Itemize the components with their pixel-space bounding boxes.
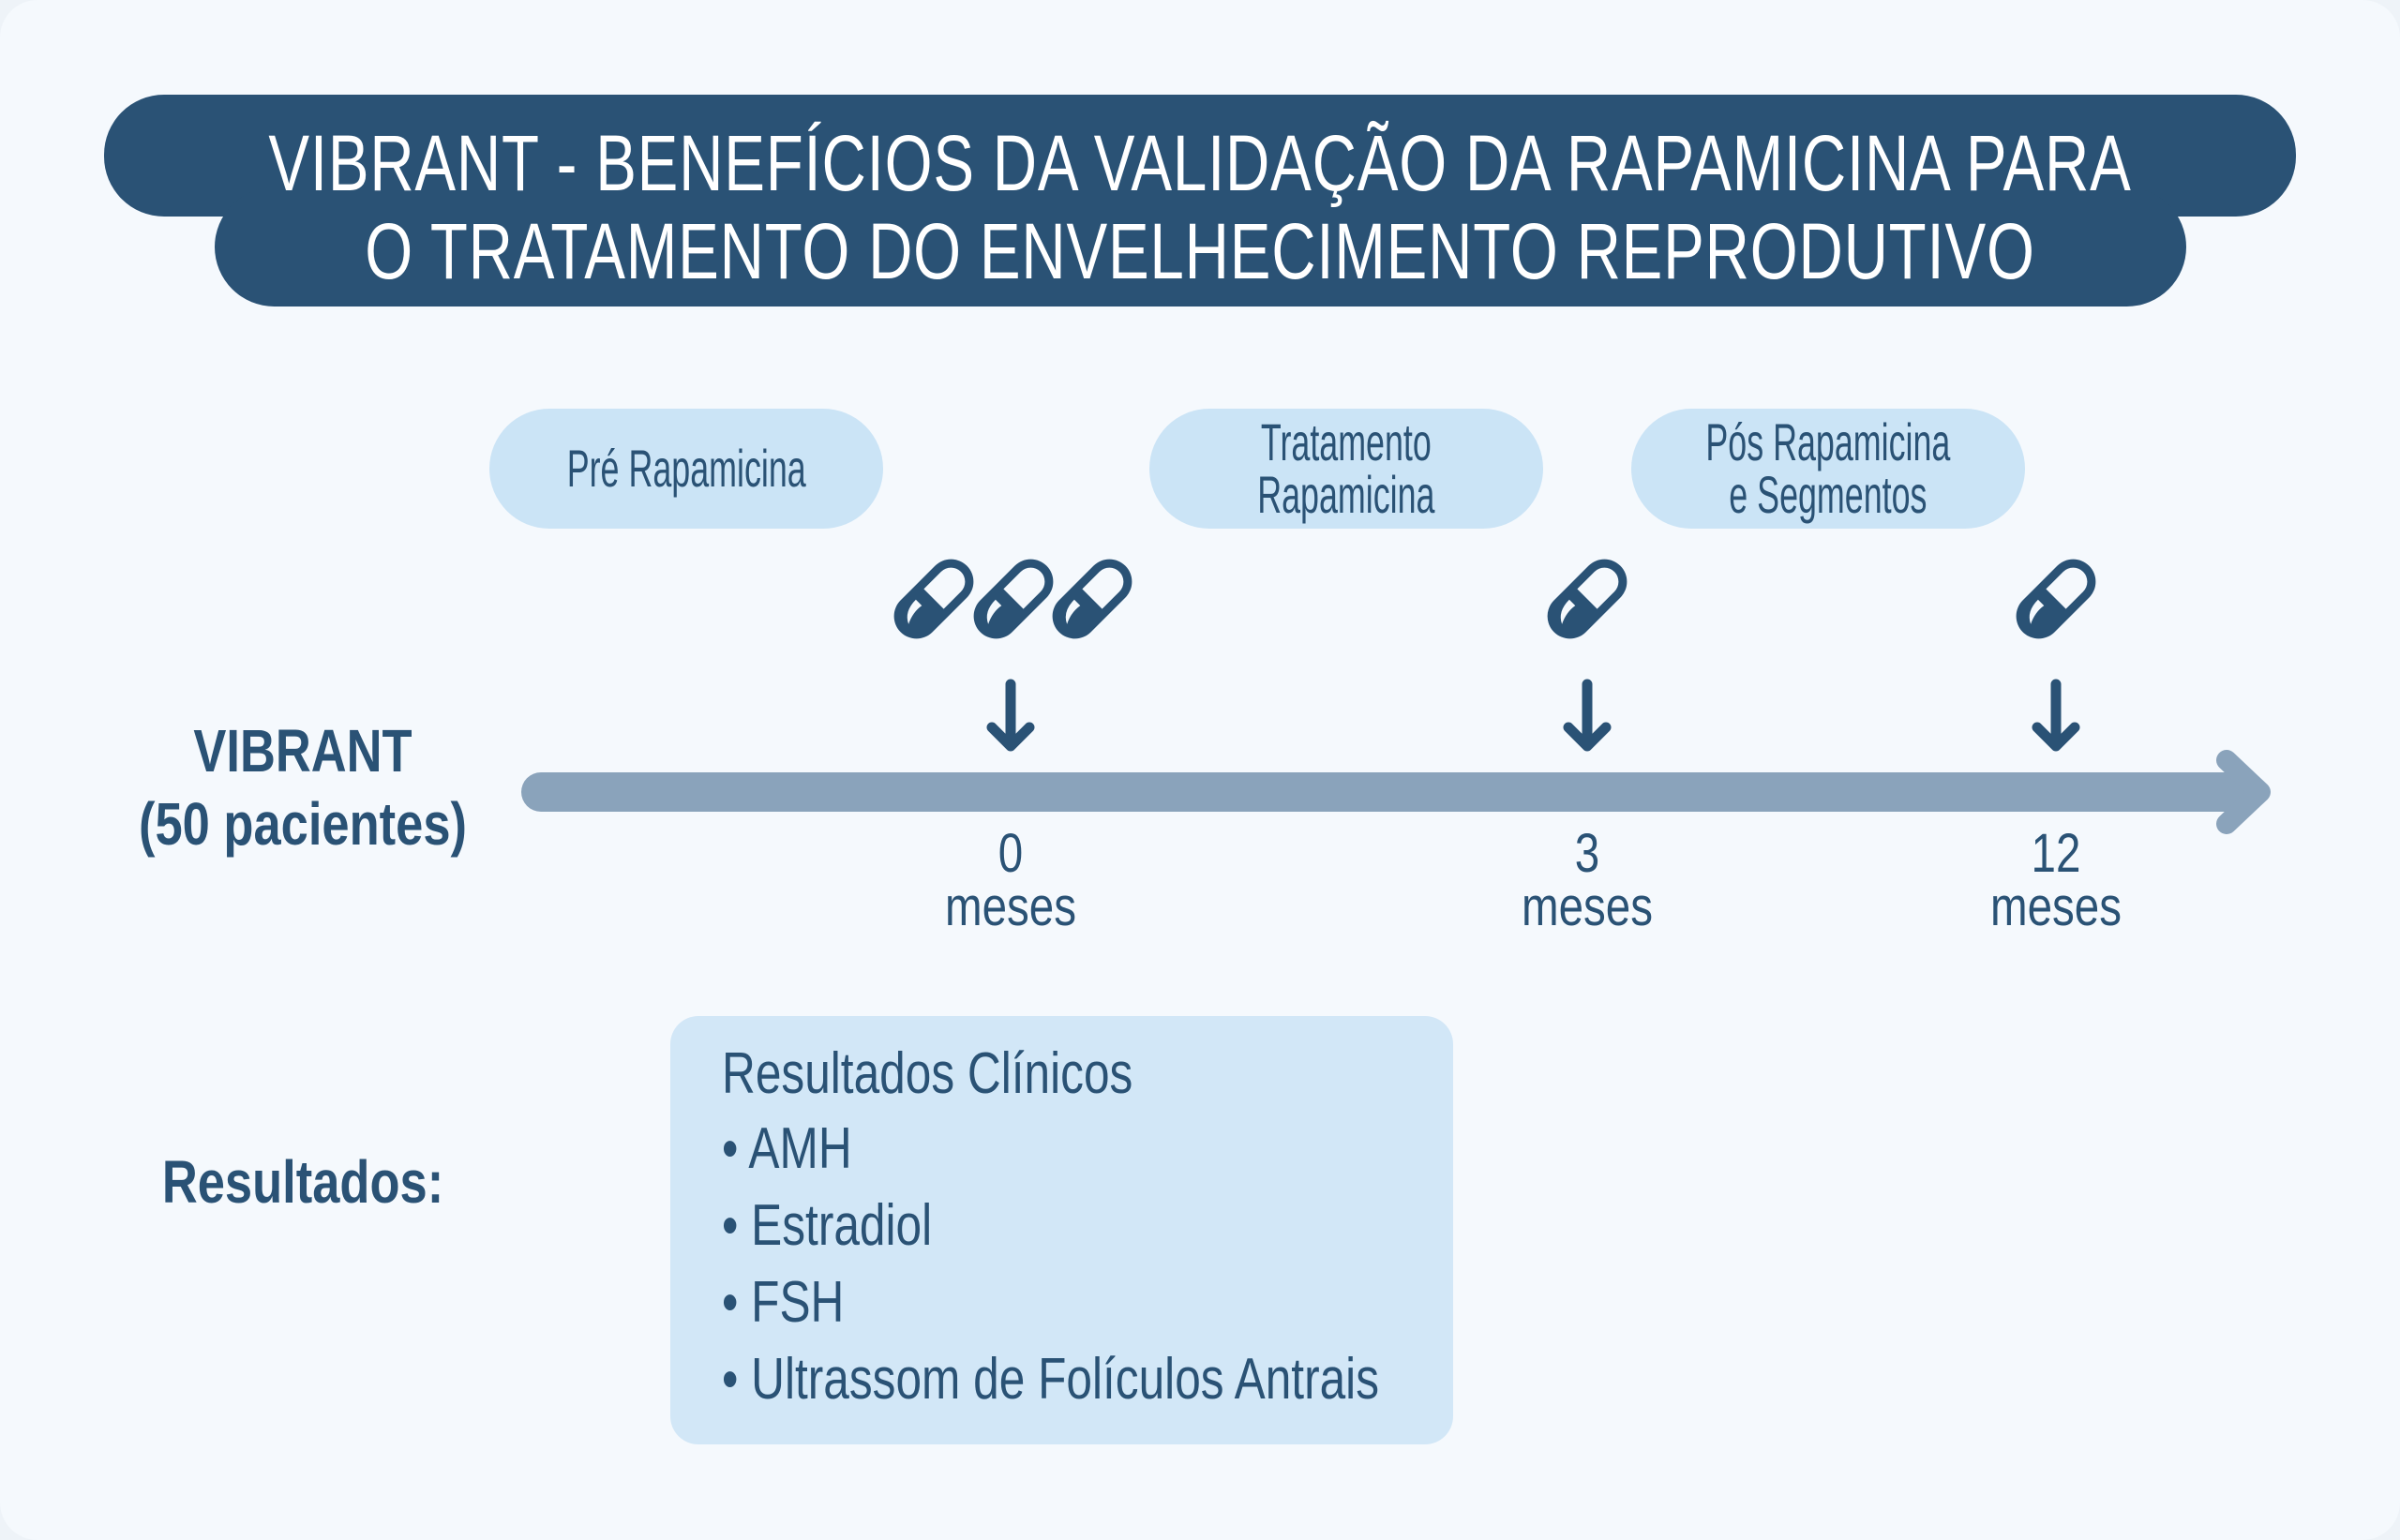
title-line-1: VIBRANT - BENEFÍCIOS DA VALIDAÇÃO DA RAP…	[268, 119, 2132, 207]
phase-treatment-line2: Rapamicina	[1257, 465, 1435, 524]
result-item: • Estradiol	[722, 1193, 933, 1258]
phase-pre-label: Pré Rapamicina	[566, 439, 806, 498]
phase-treatment-line1: Tratamento	[1261, 412, 1432, 471]
result-item: • Ultrassom de Folículos Antrais	[722, 1347, 1379, 1412]
results-label: Resultados:	[161, 1148, 444, 1216]
result-item: • AMH	[722, 1116, 852, 1181]
arrow-down-icon	[982, 679, 1039, 754]
capsule-icon	[1544, 550, 1630, 648]
capsule-icon	[2013, 550, 2099, 648]
title-banner-bottom	[215, 187, 2186, 307]
timeline-arrow	[521, 750, 2271, 834]
results-box: Resultados Clínicos • AMH • Estradiol • …	[670, 1016, 1453, 1444]
capsule-icon	[891, 550, 977, 648]
phase-post-line1: Pós Rapamicina	[1705, 412, 1951, 471]
result-item: • FSH	[722, 1270, 845, 1335]
capsule-icon	[1049, 550, 1135, 648]
capsule-icon	[970, 550, 1057, 648]
results-title: Resultados Clínicos	[722, 1041, 1133, 1106]
phase-post-line2: e Segmentos	[1729, 465, 1928, 524]
phase-pre: Pré Rapamicina	[489, 409, 883, 529]
study-label: VIBRANT(50 pacientes)	[138, 717, 468, 858]
arrow-down-icon	[2028, 679, 2084, 754]
arrow-down-icon	[1559, 679, 1615, 754]
title-line-2: O TRATAMENTO DO ENVELHECIMENTO REPRODUTI…	[365, 207, 2035, 295]
